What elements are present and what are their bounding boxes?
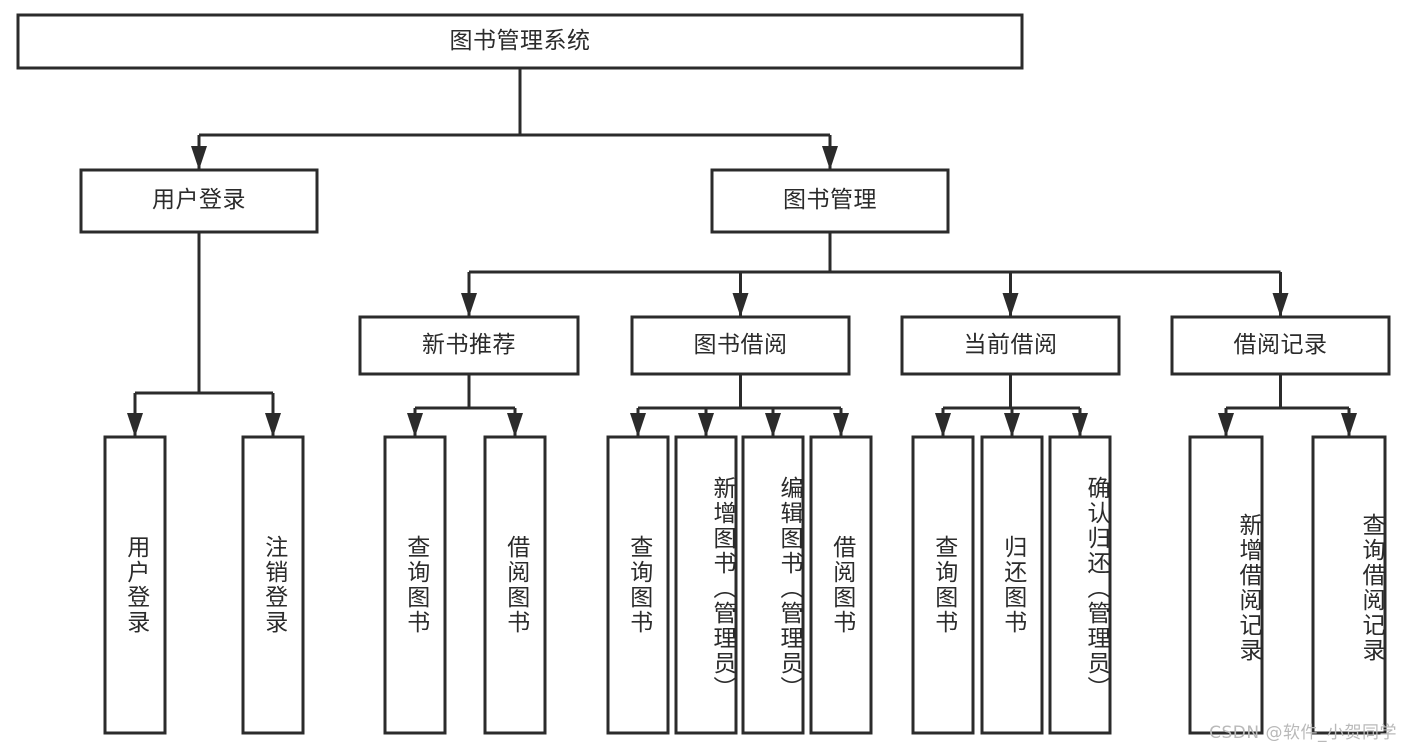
node-box-leaf-query-book-1[interactable]	[383, 435, 447, 735]
node-box-user-login[interactable]	[79, 168, 319, 234]
node-label-leaf-edit-book-admin[interactable]: 编辑图书（管理员）	[776, 475, 802, 701]
node-label-leaf-add-book-admin[interactable]: 新增图书（管理员）	[709, 475, 735, 701]
node-box-borrow-record[interactable]	[1170, 315, 1391, 376]
arrow-head-icon	[1072, 413, 1088, 437]
node-label-book-manage[interactable]: 图书管理	[783, 187, 877, 214]
node-label-leaf-query-borrow-record[interactable]: 查询借阅记录	[1358, 513, 1384, 663]
node-label-leaf-query-book-2[interactable]: 查询图书	[625, 535, 652, 635]
node-box-root[interactable]	[16, 13, 1024, 70]
watermark-text: CSDN @软件_小贺同学	[1209, 723, 1397, 743]
node-box-leaf-borrow-book-2[interactable]	[809, 435, 873, 735]
arrow-head-icon	[935, 413, 951, 437]
node-box-leaf-user-login[interactable]	[103, 435, 167, 735]
arrow-head-icon	[461, 293, 477, 317]
node-label-leaf-borrow-book-2[interactable]: 借阅图书	[828, 535, 855, 635]
arrow-head-icon	[1002, 293, 1019, 317]
node-box-leaf-add-book-admin[interactable]	[674, 435, 738, 735]
node-box-leaf-return-book[interactable]	[980, 435, 1044, 735]
boxes-layer	[16, 13, 1391, 735]
node-label-leaf-add-borrow-record[interactable]: 新增借阅记录	[1235, 513, 1261, 663]
node-box-leaf-add-borrow-record[interactable]	[1188, 435, 1264, 735]
arrow-head-icon	[407, 413, 423, 437]
node-box-new-book-recommend[interactable]	[358, 315, 580, 376]
node-label-leaf-return-book[interactable]: 归还图书	[999, 535, 1026, 635]
node-label-leaf-confirm-return-admin[interactable]: 确认归还（管理员）	[1083, 475, 1109, 701]
edges-layer	[127, 68, 1357, 437]
arrow-head-icon	[1341, 413, 1357, 437]
node-label-new-book-recommend[interactable]: 新书推荐	[422, 331, 516, 358]
arrow-head-icon	[732, 293, 749, 317]
arrow-head-icon	[507, 413, 523, 437]
node-box-book-borrow[interactable]	[630, 315, 851, 376]
node-label-borrow-record[interactable]: 借阅记录	[1233, 331, 1328, 358]
node-box-leaf-edit-book-admin[interactable]	[741, 435, 805, 735]
arrow-head-icon	[822, 146, 838, 170]
node-box-leaf-user-logout[interactable]	[241, 435, 305, 735]
node-label-root[interactable]: 图书管理系统	[449, 27, 591, 54]
node-box-book-manage[interactable]	[710, 168, 950, 234]
node-box-leaf-borrow-book-1[interactable]	[483, 435, 547, 735]
node-box-leaf-query-book-2[interactable]	[606, 435, 670, 735]
node-box-leaf-confirm-return-admin[interactable]	[1048, 435, 1112, 735]
node-label-leaf-query-book-3[interactable]: 查询图书	[930, 535, 957, 635]
node-label-user-login[interactable]: 用户登录	[152, 187, 246, 214]
node-label-leaf-user-login[interactable]: 用户登录	[122, 535, 149, 635]
node-label-current-borrow[interactable]: 当前借阅	[963, 331, 1058, 358]
node-label-leaf-borrow-book-1[interactable]: 借阅图书	[502, 535, 529, 635]
arrow-head-icon	[698, 413, 714, 437]
node-label-book-borrow[interactable]: 图书借阅	[693, 331, 788, 358]
node-box-leaf-query-borrow-record[interactable]	[1311, 435, 1387, 735]
arrow-head-icon	[630, 413, 646, 437]
arrow-head-icon	[1004, 413, 1020, 437]
arrow-head-icon	[765, 413, 781, 437]
arrow-head-icon	[833, 413, 849, 437]
node-box-current-borrow[interactable]	[900, 315, 1121, 376]
arrow-head-icon	[191, 146, 207, 170]
arrow-head-icon	[1272, 293, 1289, 317]
node-label-leaf-user-logout[interactable]: 注销登录	[260, 535, 287, 635]
arrow-head-icon	[265, 413, 281, 437]
node-label-leaf-query-book-1[interactable]: 查询图书	[402, 535, 429, 635]
arrow-head-icon	[127, 413, 143, 437]
arrow-head-icon	[1218, 413, 1234, 437]
node-box-leaf-query-book-3[interactable]	[911, 435, 975, 735]
